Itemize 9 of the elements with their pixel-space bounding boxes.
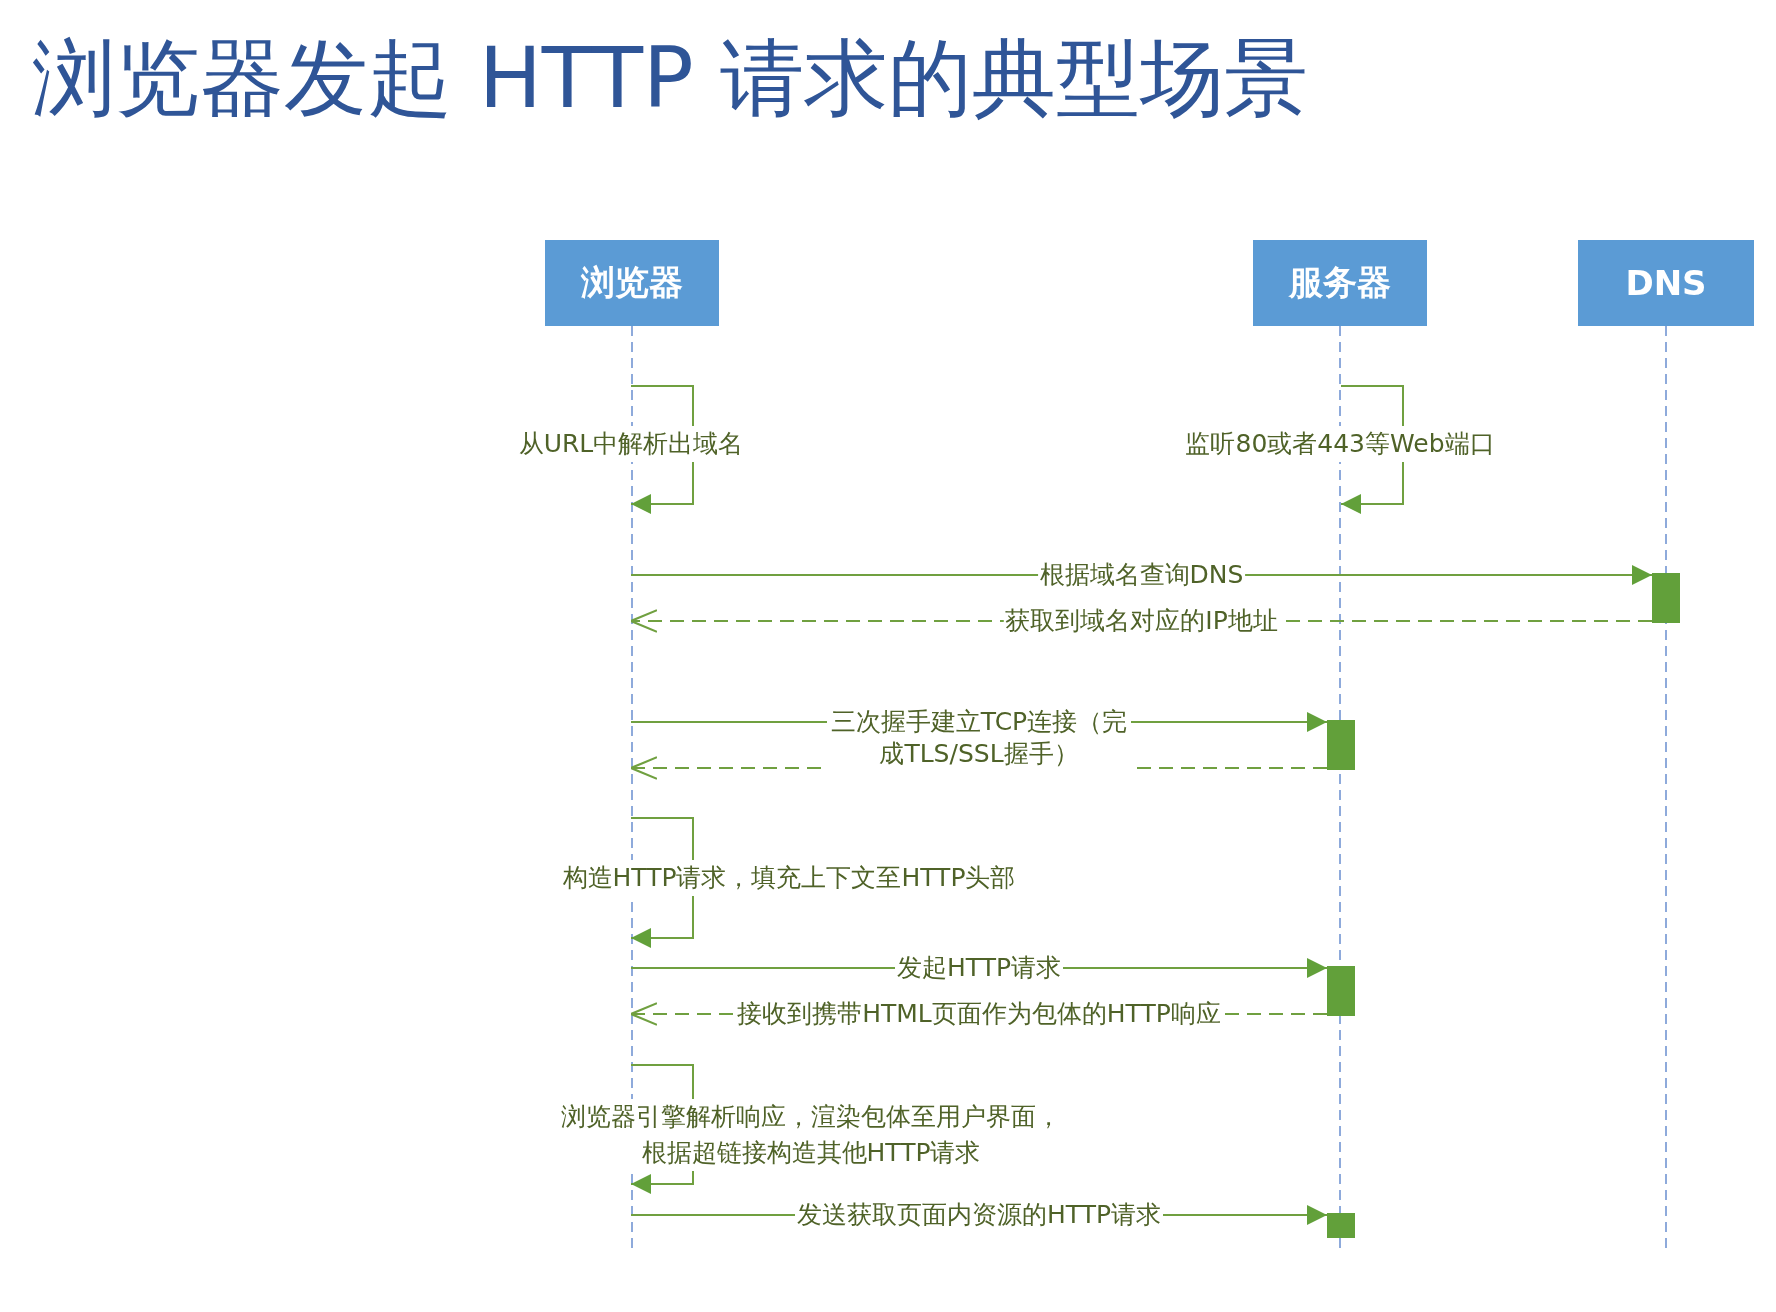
participant-box: DNS <box>1578 240 1754 326</box>
activation-bar <box>1327 966 1355 1016</box>
edge-label: 三次握手建立TCP连接（完成TLS/SSL握手） <box>827 706 1131 770</box>
activation-bar <box>1327 720 1355 770</box>
participant-box: 浏览器 <box>545 240 719 326</box>
activation-bar <box>1652 573 1680 623</box>
activation-bar <box>1327 1213 1355 1238</box>
title: 浏览器发起 HTTP 请求的典型场景 <box>32 28 1309 129</box>
participant-box: 服务器 <box>1253 240 1427 326</box>
